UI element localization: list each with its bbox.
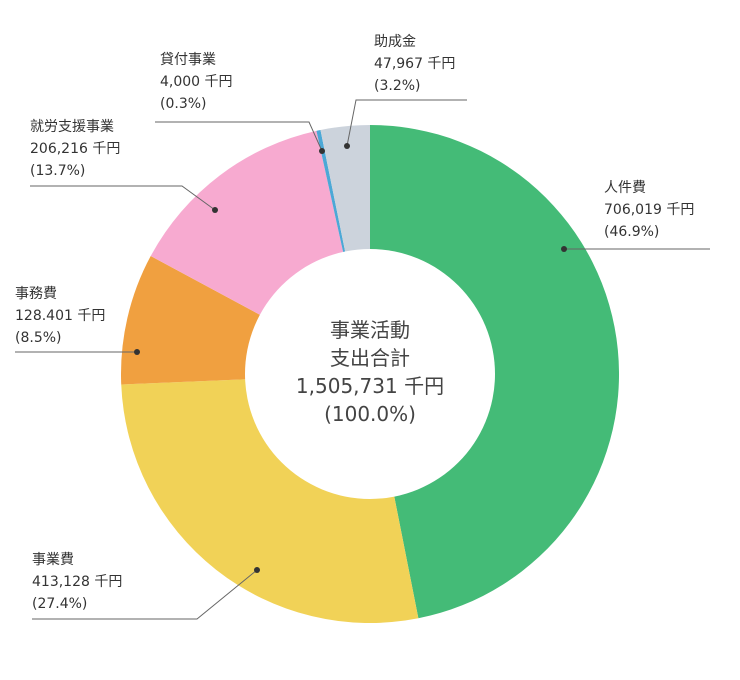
slice-label-percent: (13.7%) <box>30 163 85 179</box>
leader-dot <box>212 207 218 213</box>
slice-label-value: 206,216 千円 <box>30 141 120 157</box>
slice-label-percent: (27.4%) <box>32 596 87 612</box>
slice-label-name: 貸付事業 <box>160 52 216 68</box>
slice-label-name: 事務費 <box>15 286 57 302</box>
leader-dot <box>134 349 140 355</box>
leader-dot <box>561 246 567 252</box>
slice-label-percent: (3.2%) <box>374 78 421 94</box>
center-label-line-4: (100.0%) <box>324 402 416 426</box>
donut-hole <box>245 249 495 499</box>
slice-label-name: 助成金 <box>374 34 416 50</box>
slice-label-percent: (46.9%) <box>604 224 659 240</box>
slice-label-value: 4,000 千円 <box>160 74 233 90</box>
slice-label-value: 706,019 千円 <box>604 202 694 218</box>
center-label: 事業活動 支出合計 1,505,731 千円 (100.0%) <box>296 318 444 426</box>
slice-label-name: 就労支援事業 <box>30 119 114 135</box>
slice-label-name: 事業費 <box>32 552 74 568</box>
leader-line <box>30 185 216 211</box>
leader-line <box>155 121 323 152</box>
callout-jimuhi: 事務費 128.401 千円 (8.5%) <box>15 286 140 355</box>
center-label-line-1: 事業活動 <box>330 318 410 342</box>
callout-joseikin: 助成金 47,967 千円 (3.2%) <box>344 34 467 149</box>
slice-label-value: 413,128 千円 <box>32 574 122 590</box>
leader-line <box>32 569 258 620</box>
callout-jinkenhi: 人件費 706,019 千円 (46.9%) <box>561 180 710 252</box>
slice-label-percent: (8.5%) <box>15 330 62 346</box>
leader-dot <box>344 143 350 149</box>
slice-label-value: 47,967 千円 <box>374 56 455 72</box>
callout-kashitsuke: 貸付事業 4,000 千円 (0.3%) <box>155 52 325 154</box>
callout-jigyouhi: 事業費 413,128 千円 (27.4%) <box>32 552 260 620</box>
slice-label-name: 人件費 <box>604 180 646 196</box>
leader-dot <box>254 567 260 573</box>
slice-label-percent: (0.3%) <box>160 96 207 112</box>
center-label-line-3: 1,505,731 千円 <box>296 374 444 398</box>
slice-label-value: 128.401 千円 <box>15 308 105 324</box>
center-label-line-2: 支出合計 <box>330 346 410 370</box>
leader-dot <box>319 148 325 154</box>
leader-line <box>346 99 467 147</box>
callout-shuurou: 就労支援事業 206,216 千円 (13.7%) <box>30 119 218 213</box>
